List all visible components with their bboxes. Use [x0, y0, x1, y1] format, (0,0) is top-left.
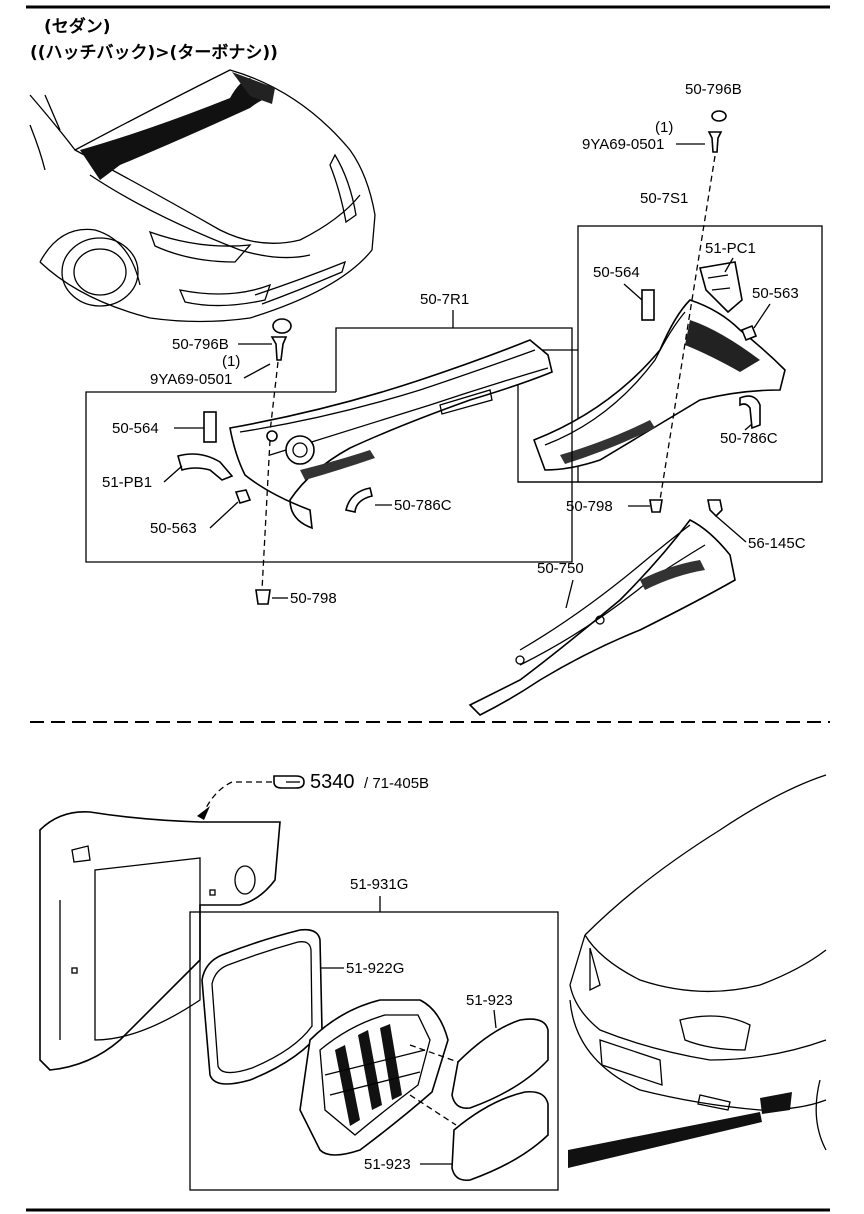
- assembly-7s1-group: 50-7S1 51-PC1 50-564 50-563 50-786C: [517, 190, 823, 483]
- label-931g: 51-931G: [350, 876, 408, 893]
- label-screw-left: 9YA69-0501: [150, 371, 232, 388]
- cowl-panel-left: [229, 339, 553, 530]
- label-796b-right: 50-796B: [685, 81, 742, 98]
- clip-564-right: [641, 289, 655, 321]
- label-786c-right: 50-786C: [720, 430, 778, 447]
- clip-798-left: [255, 589, 271, 605]
- car-front-illustration: [29, 69, 376, 323]
- clip-798-right: [649, 499, 663, 513]
- fasteners-left: 50-796B (1) 9YA69-0501 50-798: [150, 318, 337, 607]
- vent-location-marker: [760, 1092, 792, 1114]
- label-563-left: 50-563: [150, 520, 197, 537]
- assembly-931g-box: [189, 911, 559, 1191]
- label-786c-left: 50-786C: [394, 497, 452, 514]
- assembly-7r1-group: 50-7R1 50-564 51-PB1 50-563 50-786C: [85, 291, 573, 563]
- label-922g: 51-922G: [346, 960, 404, 977]
- pointing-hand-icon: [273, 775, 305, 789]
- vent-leader: [568, 1112, 762, 1168]
- cap-796b-left: [272, 318, 292, 334]
- label-798-left: 50-798: [290, 590, 337, 607]
- label-51pc1: 51-PC1: [705, 240, 756, 257]
- screw-left: [270, 336, 288, 361]
- flap-923-top: [451, 1018, 549, 1110]
- label-assy-7r1: 50-7R1: [420, 291, 469, 308]
- label-145c: 56-145C: [748, 535, 806, 552]
- part-51pb1: [177, 453, 234, 481]
- cowl-highlight: [80, 78, 272, 180]
- label-750: 50-750: [537, 560, 584, 577]
- label-923-bottom: 51-923: [364, 1156, 411, 1173]
- screw-right: [707, 131, 723, 153]
- ref-main: 5340: [310, 771, 355, 793]
- clip-564-left: [203, 411, 217, 443]
- part-51pc1: [698, 261, 743, 314]
- car-rear-illustration: [568, 774, 827, 1168]
- label-assy-7s1: 50-7S1: [640, 190, 688, 207]
- trunk-side-panel: [39, 811, 281, 1071]
- label-qty-right: (1): [655, 119, 673, 136]
- reference-5340: 5340 / 71-405B: [197, 771, 429, 820]
- ref-sub: / 71-405B: [364, 775, 429, 792]
- seal-786c-left: [345, 487, 373, 513]
- label-796b-left: 50-796B: [172, 336, 229, 353]
- label-qty-left: (1): [222, 353, 240, 370]
- header-line1: (セダン): [44, 16, 111, 37]
- flap-923-bottom: [451, 1090, 549, 1182]
- assembly-7r1-box: [85, 327, 573, 563]
- pad-563-right: [740, 324, 758, 342]
- label-923-top: 51-923: [466, 992, 513, 1009]
- label-screw-right: 9YA69-0501: [582, 136, 664, 153]
- label-798-right: 50-798: [566, 498, 613, 515]
- cap-796b-right: [711, 110, 727, 122]
- bolt-145c: [707, 499, 723, 518]
- assembly-931g-group: 51-931G 51-922G 51-923 51-923: [189, 876, 559, 1191]
- cowl-lower-750: 50-750: [468, 518, 736, 716]
- label-pb1: 51-PB1: [102, 474, 152, 491]
- label-564-right: 50-564: [593, 264, 640, 281]
- seal-786c-right: [739, 395, 761, 430]
- pad-563-left: [234, 489, 252, 504]
- fasteners-right: 50-796B (1) 9YA69-0501 50-798 56-145C: [566, 81, 806, 552]
- label-564-left: 50-564: [112, 420, 159, 437]
- label-563-right: 50-563: [752, 285, 799, 302]
- header-line2: ((ハッチバック)>(ターボナシ)): [30, 43, 278, 63]
